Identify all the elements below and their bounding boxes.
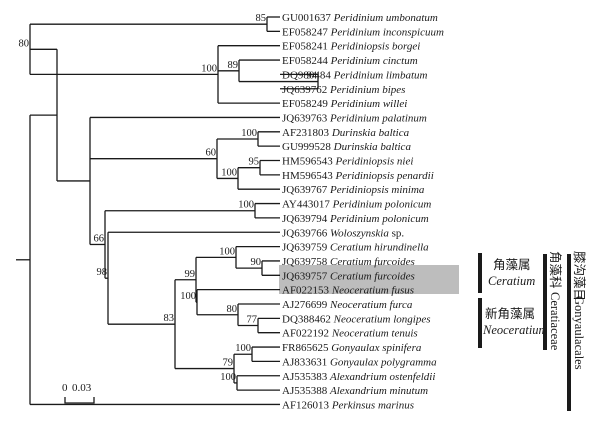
- leaf-label: AF231803 Durinskia baltica: [282, 127, 410, 139]
- group-bar-neoceratium: [478, 298, 482, 348]
- leaf-label: HM596543 Peridiniopsis penardii: [282, 170, 434, 182]
- leaf-label: JQ639757 Ceratium furcoides: [282, 270, 415, 282]
- support-value: 95: [249, 157, 260, 168]
- support-value: 80: [19, 38, 30, 49]
- leaf-label: AY443017 Peridinium polonicum: [282, 199, 431, 211]
- group-order: 膝沟藻目 Gonyaulacales: [567, 251, 586, 411]
- support-values: 85 94 89 100 80 100 95 100 60 100 90 100 77 80 100 99 10…: [19, 13, 318, 383]
- support-value: 100: [220, 372, 236, 383]
- support-value: 100: [219, 246, 235, 257]
- support-value: 100: [238, 200, 254, 211]
- support-value: 83: [164, 313, 175, 324]
- support-value: 100: [180, 291, 196, 302]
- group-ceratium: 角藻属 Ceratium: [478, 253, 535, 293]
- leaf-label: EF058241 Peridiniopsis borgei: [282, 41, 420, 53]
- group-bar-order: [567, 254, 571, 411]
- leaf-label: AF022153 Neoceratium fusus: [282, 285, 414, 297]
- support-value: 94: [307, 71, 318, 82]
- tree-branches: [16, 16, 319, 406]
- leaf-label: AJ276699 Neoceratium furca: [282, 299, 413, 311]
- leaf-label: AF022192 Neoceratium tenuis: [282, 328, 418, 340]
- leaf-label: DQ388462 Neoceratium longipes: [282, 313, 431, 325]
- support-value: 100: [201, 63, 217, 74]
- group-ceratium-latin: Ceratium: [488, 274, 535, 288]
- group-family-latin: Ceratiaceae: [548, 292, 562, 351]
- leaf-label: HM596543 Peridiniopsis niei: [282, 156, 413, 168]
- support-value: 100: [235, 343, 251, 354]
- leaf-label: AF126013 Perkinsus marinus: [282, 399, 414, 411]
- support-value: 79: [223, 358, 234, 369]
- leaf-label: EF058247 Peridinium inconspicuum: [282, 26, 444, 38]
- group-bar-family: [543, 254, 547, 350]
- leaf-label: GU001637 Peridinium umbonatum: [282, 12, 438, 24]
- scale-bar: 0 0.03: [62, 382, 95, 404]
- group-family: 角藻科 Ceratiaceae: [543, 251, 562, 351]
- scale-bar-label: 0.03: [72, 382, 92, 394]
- support-value: 85: [256, 13, 267, 24]
- support-value: 90: [251, 257, 262, 268]
- group-order-latin: Gonyaulacales: [572, 296, 586, 370]
- leaf-label: GU999528 Durinskia baltica: [282, 141, 411, 153]
- support-value: 66: [94, 233, 105, 244]
- support-value: 98: [97, 267, 108, 278]
- group-bar-ceratium: [478, 253, 482, 293]
- leaf-label: AJ535388 Alexandrium minutum: [282, 385, 428, 397]
- group-family-chinese: 角藻科: [548, 251, 562, 289]
- leaf-label: JQ639763 Peridinium palatinum: [282, 112, 427, 124]
- leaf-label: JQ639762 Peridinium bipes: [282, 84, 405, 96]
- scale-bar-zero-label: 0: [62, 382, 68, 394]
- leaf-label: AJ535383 Alexandrium ostenfeldii: [282, 371, 435, 383]
- leaf-label: AJ833631 Gonyaulax polygramma: [282, 356, 437, 368]
- group-neoceratium-latin: Neoceratium: [482, 323, 548, 337]
- support-value: 77: [247, 315, 258, 326]
- group-ceratium-chinese: 角藻属: [493, 258, 531, 272]
- leaf-label: EF058244 Peridinium cinctum: [282, 55, 418, 67]
- support-value: 100: [221, 167, 237, 178]
- support-value: 100: [241, 128, 257, 139]
- leaf-label: JQ639759 Ceratium hirundinella: [282, 242, 429, 254]
- leaf-label: FR865625 Gonyaulax spinifera: [282, 342, 422, 354]
- support-value: 99: [185, 269, 196, 280]
- support-value: 89: [228, 60, 239, 71]
- leaf-label: JQ639767 Peridiniopsis minima: [282, 184, 425, 196]
- leaf-label: DQ980484 Peridinium limbatum: [282, 69, 427, 81]
- group-neoceratium-chinese: 新角藻属: [485, 306, 535, 321]
- leaf-label: JQ639794 Peridinium polonicum: [282, 213, 429, 225]
- support-value: 60: [206, 148, 217, 159]
- group-order-chinese: 膝沟藻目: [572, 251, 586, 301]
- leaf-label: JQ639758 Ceratium furcoides: [282, 256, 415, 268]
- support-value: 80: [227, 304, 238, 315]
- leaf-label: EF058249 Peridinium willei: [282, 98, 407, 110]
- highlight-box-ceratium-furcoides: [279, 265, 459, 294]
- group-neoceratium: 新角藻属 Neoceratium: [478, 298, 548, 348]
- leaf-label: JQ639766 Woloszynskia sp.: [282, 227, 404, 239]
- scale-bar-line: [64, 397, 95, 404]
